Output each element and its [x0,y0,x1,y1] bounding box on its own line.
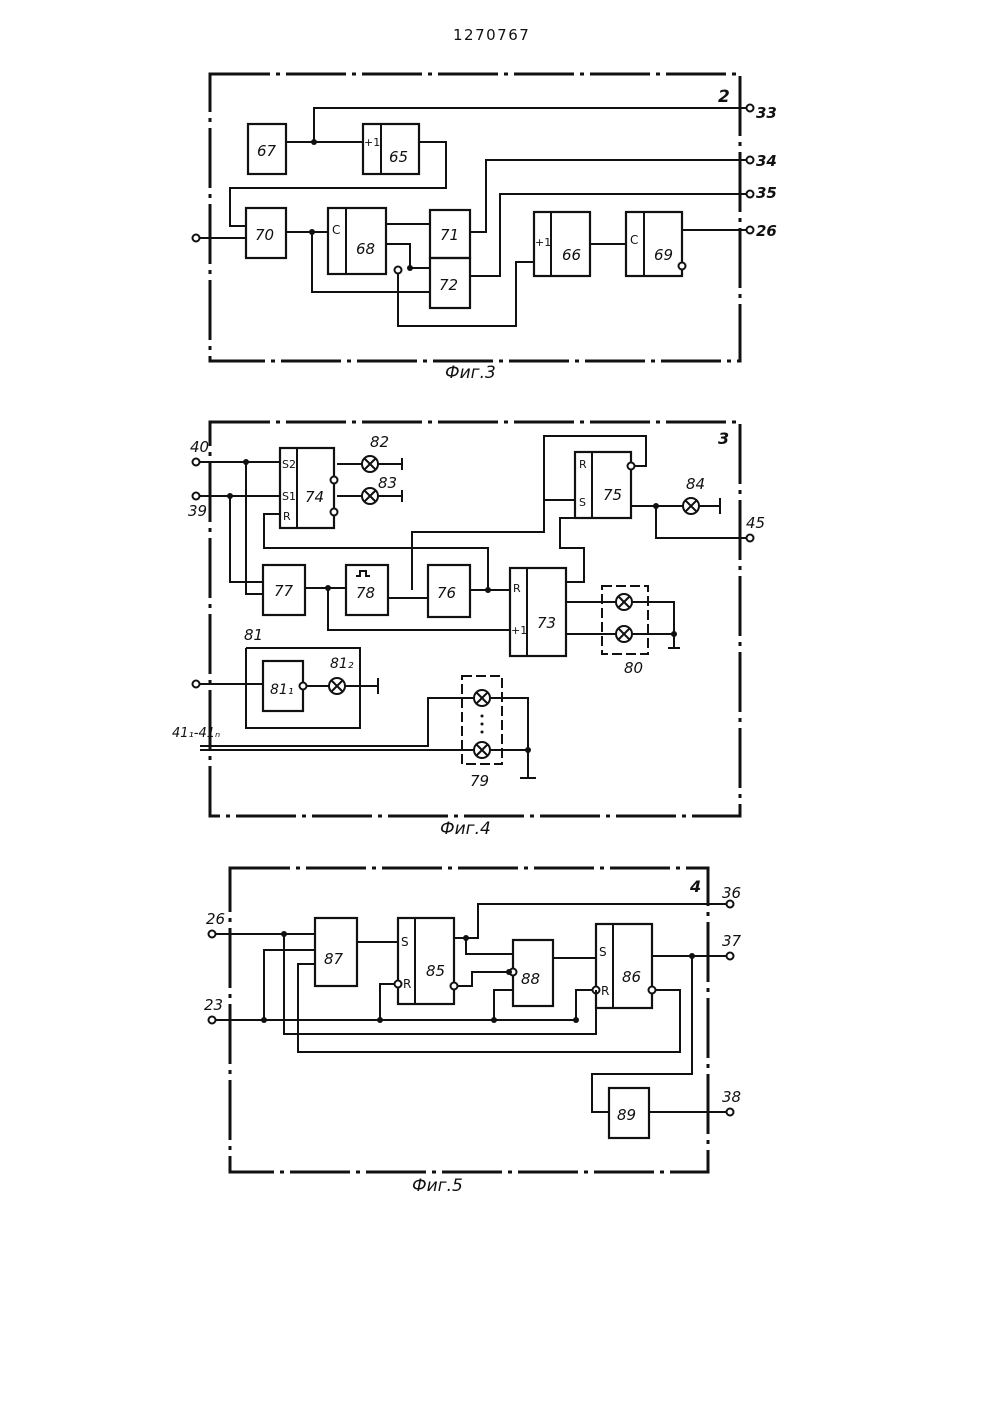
block-85-in-r: R [403,977,411,991]
fig5-terminal-37: 37 [722,932,742,950]
block-73-label: 73 [537,614,556,632]
block-75-in-s: S [579,496,586,509]
block-75-in-r: R [579,458,587,471]
block-69-input-label: C [630,233,638,247]
fig4-terminal-40: 40 [190,438,209,456]
block-86-in-s: S [599,945,607,959]
block-74-in-s1: S1 [282,490,296,503]
fig3-frame [210,74,740,361]
block-75-label: 75 [603,486,622,504]
block-85-in-s: S [401,935,409,949]
block-65-input-label: +1 [364,136,380,149]
block-70-label: 70 [255,226,274,244]
block-86-label: 86 [622,968,641,986]
fig3-terminal-34: 34 [756,152,777,170]
fig5-terminal-38: 38 [722,1088,741,1106]
block-73-in-plus1: +1 [511,624,527,637]
fig4-terminal-39: 39 [188,502,207,520]
block-73-in-r: R [513,582,521,595]
block-78-label: 78 [356,584,375,602]
lamp-84-label: 84 [686,475,705,493]
block-77-label: 77 [274,582,294,600]
fig5-terminal-26: 26 [206,910,225,928]
fig5-block-number: 4 [689,877,701,896]
lamp-group-80 [602,586,648,654]
lamp-group-80-label: 80 [624,659,643,677]
block-81-1-label: 81₁ [270,682,293,698]
block-68-label: 68 [356,240,375,258]
figure-4: 3 S2 S1 R 74 R S 75 77 78 76 R +1 73 81 [172,422,765,839]
block-86-in-r: R [601,984,609,998]
fig4-block-number: 3 [718,429,729,448]
lamp-group-79-label: 79 [470,772,489,790]
block-87-label: 87 [324,950,344,968]
block-74-label: 74 [305,488,324,506]
group-81-label: 81 [244,626,263,644]
fig5-terminal-36: 36 [722,884,741,902]
fig3-terminal-35: 35 [756,184,777,202]
fig5-caption: Фиг.5 [412,1176,463,1196]
block-76-label: 76 [437,584,456,602]
block-66-input-label: +1 [535,236,551,249]
fig3-terminal-33: 33 [756,104,777,122]
fig4-caption: Фиг.4 [440,819,491,839]
fig3-caption: Фиг.3 [445,363,496,383]
block-74-in-s2: S2 [282,458,296,471]
lamp-81-2-label: 81₂ [330,656,354,672]
lamp-84 [683,498,699,514]
fig3-terminal-26: 26 [756,222,777,240]
lamp-83 [362,488,378,504]
block-85 [398,918,454,1004]
patent-number: 1270767 [453,26,530,44]
fig5-terminal-23: 23 [204,996,223,1014]
block-71-label: 71 [440,226,459,244]
block-69-label: 69 [654,246,673,264]
block-88-label: 88 [521,970,540,988]
lamp-82 [362,456,378,472]
figure-3: 2 67 +1 65 70 C 68 71 72 +1 66 C 69 [193,74,777,383]
block-89-label: 89 [617,1106,636,1124]
block-65-label: 65 [389,148,408,166]
fig4-frame [210,422,740,816]
block-66-label: 66 [562,246,581,264]
block-67-label: 67 [257,142,277,160]
block-68-input-label: C [332,223,340,237]
figure-5: 4 87 S R 85 88 S R 86 89 [204,868,742,1196]
block-74-in-r: R [283,510,291,523]
block-72-label: 72 [439,276,458,294]
fig4-terminal-45: 45 [746,514,765,532]
fig3-block-number: 2 [718,87,730,107]
block-85-label: 85 [426,962,445,980]
lamp-82-label: 82 [370,433,389,451]
fig4-terminal-41: 41₁-41ₙ [172,726,220,741]
lamp-81-2 [329,678,345,694]
lamp-83-label: 83 [378,474,397,492]
